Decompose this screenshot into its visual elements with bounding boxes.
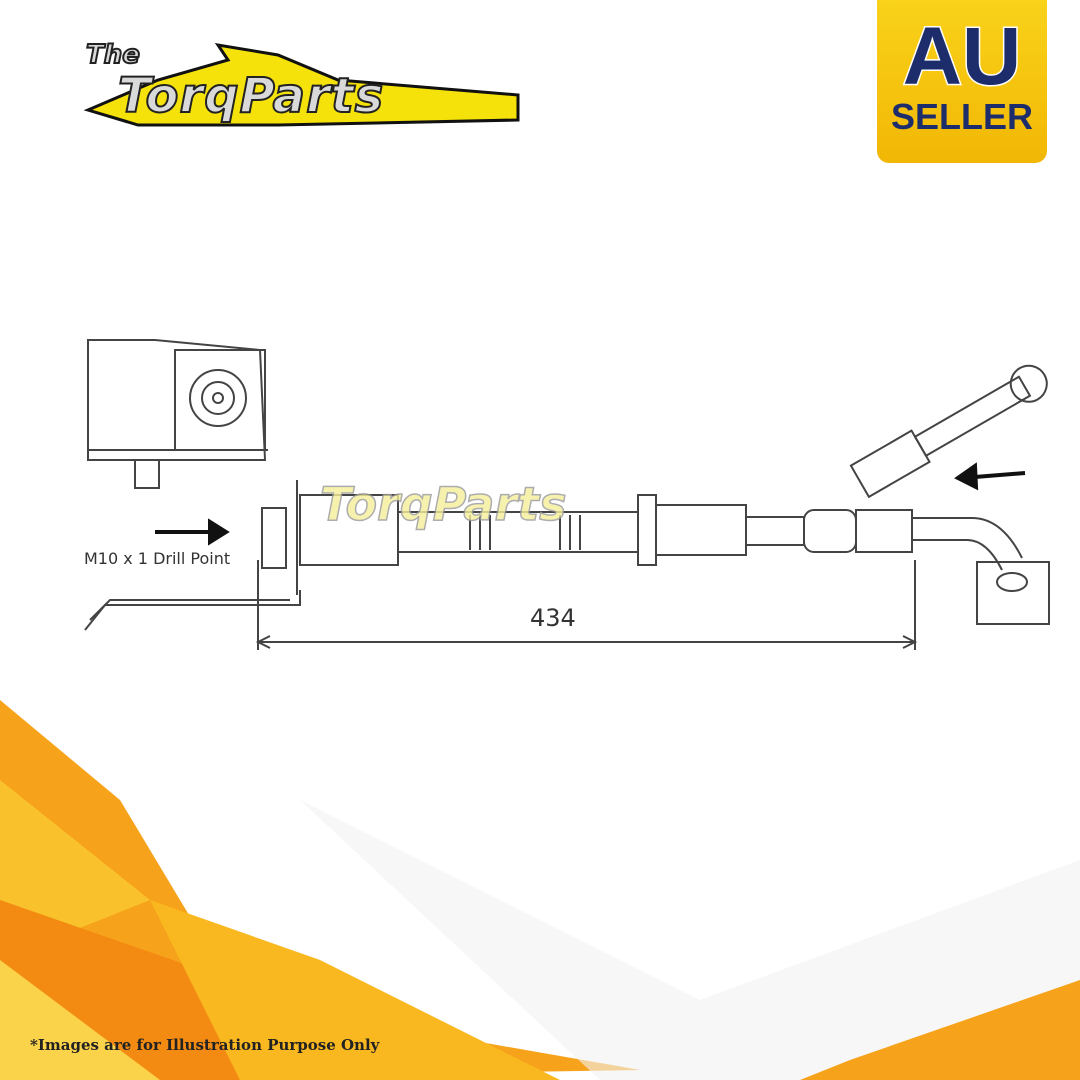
logo-main: TorqParts	[117, 67, 385, 125]
badge-country: AU	[901, 11, 1022, 102]
badge-label: SELLER	[890, 96, 1033, 137]
au-seller-badge: AU SELLER	[877, 0, 1047, 163]
arrow-right-icon	[954, 462, 1026, 491]
arrow-left-icon	[155, 518, 230, 546]
logo-splash	[83, 42, 520, 127]
logo-the: The	[85, 39, 141, 71]
disclaimer-text: *Images are for Illustration Purpose Onl…	[30, 1036, 380, 1054]
watermark-logo: TorqParts	[320, 477, 567, 531]
thread-label: M10 x 1 Drill Point	[84, 549, 231, 568]
bracket-detail-view	[87, 339, 268, 489]
torqparts-logo: The TorqParts	[78, 39, 523, 130]
brake-hose-diagram: TorqParts	[84, 339, 1050, 650]
dimension-line	[255, 635, 918, 649]
length-dimension: 434	[530, 604, 576, 632]
